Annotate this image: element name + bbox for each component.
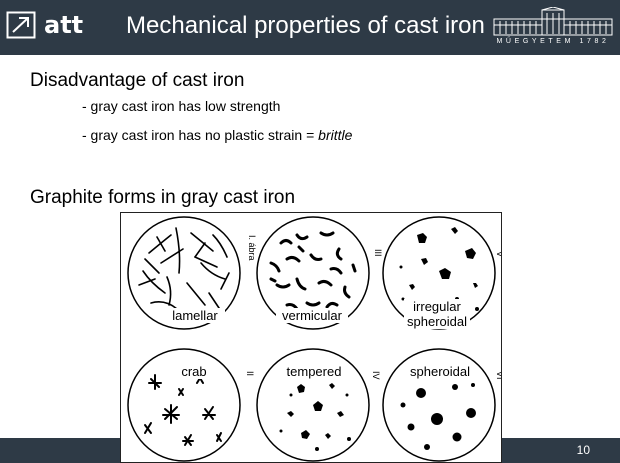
att-logo: att	[6, 9, 118, 45]
bullet-low-strength: - gray cast iron has low strength	[82, 97, 280, 115]
roman-numeral-4: IV	[371, 371, 381, 380]
graphite-micrographs: I. ábra III	[121, 213, 502, 463]
bullet-brittle: - gray cast iron has no plastic strain =…	[82, 126, 352, 144]
roman-numeral-6: VI	[495, 371, 502, 380]
label-crab: crab	[176, 364, 212, 379]
label-irregular-spheroidal: irregular spheroidal	[404, 299, 470, 329]
roman-numeral-3: III	[373, 249, 383, 257]
label-spheroidal: spheroidal	[404, 364, 476, 379]
building-icon	[492, 7, 614, 37]
label-lamellar: lamellar	[165, 308, 225, 323]
roman-numeral-5: V	[495, 251, 502, 257]
section2-heading: Graphite forms in gray cast iron	[30, 187, 295, 209]
bullet-brittle-emphasis: brittle	[318, 127, 352, 143]
university-logo: MŰEGYETEM 1782	[492, 7, 614, 50]
graphite-forms-figure: I. ábra III	[120, 212, 502, 463]
label-tempered: tempered	[282, 364, 346, 379]
bullet-brittle-text: - gray cast iron has no plastic strain =	[82, 127, 318, 143]
university-motto: MŰEGYETEM 1782	[492, 38, 614, 45]
logo-mark-icon	[6, 11, 36, 39]
label-vermicular: vermicular	[276, 308, 348, 323]
slide-title: Mechanical properties of cast iron	[126, 10, 485, 42]
logo-text: att	[44, 11, 83, 39]
roman-numeral-2: II	[245, 371, 255, 376]
page-number: 10	[577, 443, 590, 457]
roman-numeral-1: I. ábra	[247, 235, 257, 261]
slide-header: att Mechanical properties of cast iron M…	[0, 0, 620, 55]
section1-heading: Disadvantage of cast iron	[30, 70, 244, 92]
